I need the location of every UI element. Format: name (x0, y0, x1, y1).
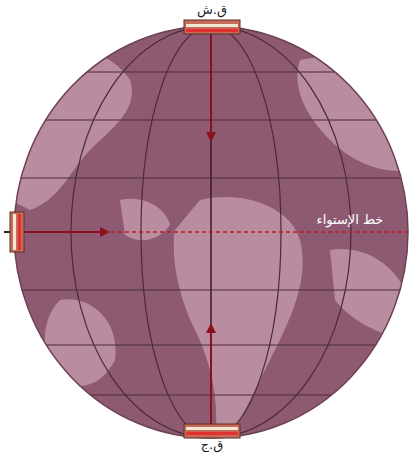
pole-label: ق.ش (197, 2, 227, 18)
pole-label: ق.ج (201, 437, 224, 453)
ship-bottom (184, 424, 240, 438)
equator-label: خط الإستواء (317, 212, 384, 228)
ship-top (184, 20, 240, 34)
ship-left (4, 212, 24, 252)
